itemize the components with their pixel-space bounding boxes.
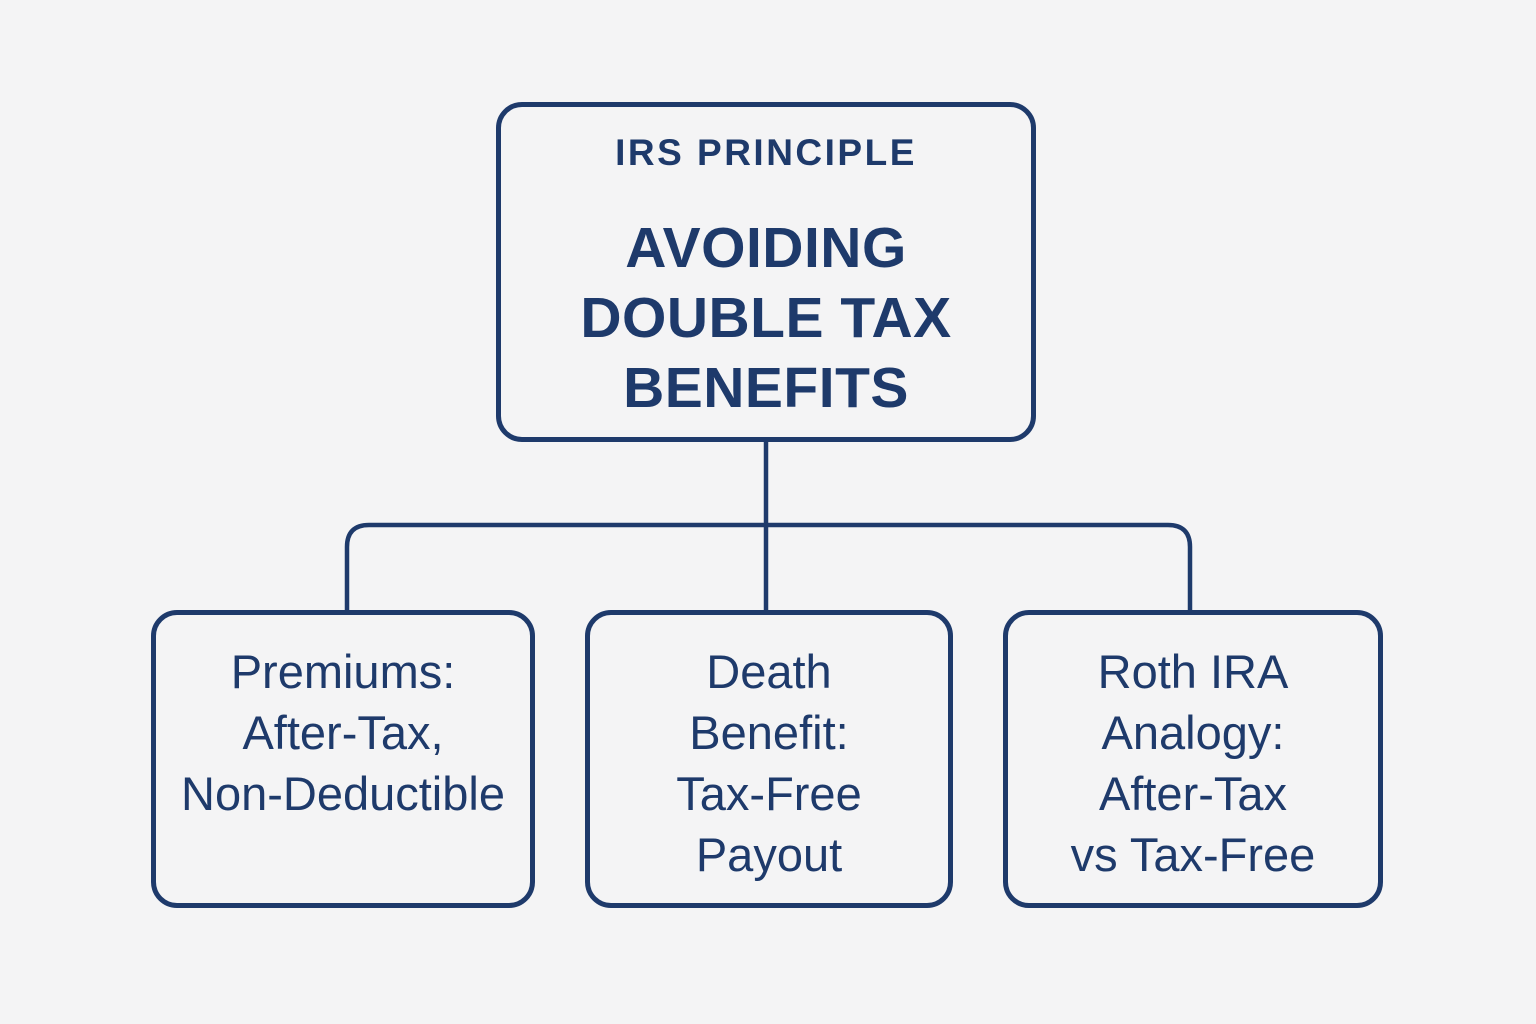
child-node-label: Roth IRA Analogy: After-Tax vs Tax-Free <box>1070 645 1316 881</box>
root-node: IRS PRINCIPLE AVOIDING DOUBLE TAX BENEFI… <box>496 102 1036 442</box>
root-node-eyebrow: IRS PRINCIPLE <box>615 132 917 173</box>
child-node-label: Death Benefit: Tax-Free Payout <box>676 645 862 881</box>
child-node-label: Premiums: After-Tax, Non-Deductible <box>181 645 505 820</box>
root-node-title: AVOIDING DOUBLE TAX BENEFITS <box>580 216 952 420</box>
child-node-roth-ira: Roth IRA Analogy: After-Tax vs Tax-Free <box>1003 610 1383 908</box>
child-node-premiums: Premiums: After-Tax, Non-Deductible <box>151 610 535 908</box>
child-node-death-benefit: Death Benefit: Tax-Free Payout <box>585 610 953 908</box>
